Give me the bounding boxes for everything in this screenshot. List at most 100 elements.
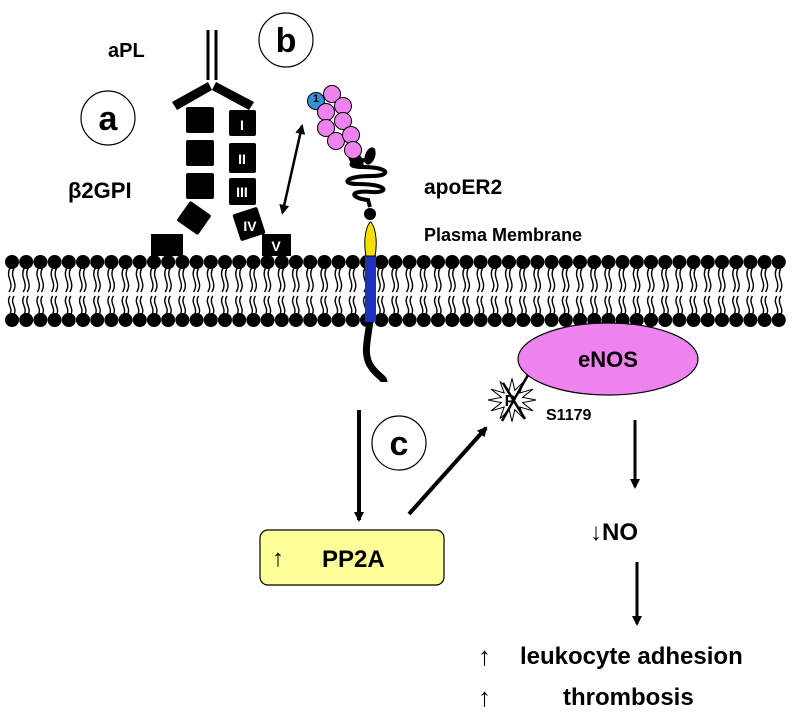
ligand-repeat-ball [317,119,335,137]
lipid-tail [249,295,254,317]
apl-antibody-arm [172,82,212,110]
lipid-tail [551,295,556,317]
lipid-head [90,313,105,327]
lipid-tail [352,267,357,293]
lipid-tail [381,295,385,317]
lipid-tail [689,267,694,293]
lipid-head [672,255,687,269]
lipid-tail [590,295,594,317]
lipid-head [5,313,19,327]
lipid-tail [523,267,527,293]
lipid-head [203,255,218,269]
lipid-tail [721,267,726,293]
lipid-tail [168,295,172,317]
lipid-tail [149,267,154,293]
lipid-head [147,313,161,327]
label-apoer2: apoER2 [424,176,502,199]
lipid-head [573,255,587,269]
lipid-head [161,313,176,327]
lipid-tail [693,267,698,293]
lipid-head [459,255,474,269]
lipid-tail [689,295,694,317]
lipid-tail [11,295,16,317]
b2gpi-domain-block [186,173,214,199]
lipid-tail [377,295,381,317]
outcome1-up-arrow: ↑ [478,641,491,671]
lipid-head [587,255,602,269]
circle-label-c: c [371,415,427,471]
lipid-tail [490,295,495,317]
lipid-tail [551,267,556,293]
lipid-head [658,255,673,269]
lipid-tail [320,295,325,317]
lipid-tail [153,295,158,317]
lipid-tail [40,267,45,293]
lipid-tail [433,267,438,293]
lipid-tail [253,295,258,317]
lipid-tail [575,267,580,293]
lipid-tail [732,295,736,317]
lipid-tail [36,267,41,293]
lipid-head [289,255,303,269]
lipid-tail [64,267,69,293]
lipid-tail [82,295,87,317]
lipid-tail [54,295,59,317]
lipid-head [771,313,786,327]
lipid-tail [210,267,215,293]
pp2a-up-arrow: ↑ [272,545,284,572]
lipid-head [33,313,48,327]
lipid-head [303,313,318,327]
lipid-head [260,255,275,269]
lipid-tail [164,267,168,293]
lipid-head [686,255,701,269]
lipid-head [644,313,658,327]
lipid-tail [310,295,314,317]
outcome2-up-arrow: ↑ [478,682,491,712]
lipid-tail [50,295,55,317]
lipid-head [260,313,275,327]
ligand-repeat-ball [327,132,345,150]
lipid-tail [239,295,243,317]
lipid-head [729,313,744,327]
b2gpi-domain-block [186,140,214,166]
lipid-tail [281,295,286,317]
lipid-tail [721,295,726,317]
lipid-tail [405,295,410,317]
lipid-head [558,313,573,327]
lipid-head [232,255,247,269]
lipid-tail [519,295,523,317]
lipid-tail [703,295,708,317]
label-b2gpi: β2GPI [68,178,132,203]
lipid-tail [604,295,609,317]
lipid-head [331,313,346,327]
lipid-head [544,313,559,327]
lipid-head [331,255,346,269]
lipid-tail [50,267,55,293]
lipid-tail [618,295,623,317]
b2gpi-domain-i [229,110,256,136]
lipid-head [402,313,417,327]
lipid-head [104,313,119,327]
lipid-tail [632,267,637,293]
lipid-tail [168,267,172,293]
label-thrombosis: thrombosis [563,684,694,711]
lipid-tail [746,295,751,317]
phosphorylation-starburst: P [487,374,537,422]
lipid-tail [263,295,268,317]
enos-ellipse [517,322,699,396]
lipid-tail [717,295,722,317]
lipid-head [218,313,232,327]
lipid-tail [78,295,83,317]
phospho-label: P [505,393,516,410]
lipid-head [459,313,474,327]
lipid-head [33,255,48,269]
lipid-tail [125,267,130,293]
lipid-tail [68,295,73,317]
lipid-tail [632,295,637,317]
lipid-head [629,255,644,269]
lipid-tail [196,267,201,293]
lipid-tail [334,267,339,293]
lipid-tail [178,295,183,317]
lipid-tail [476,267,481,293]
